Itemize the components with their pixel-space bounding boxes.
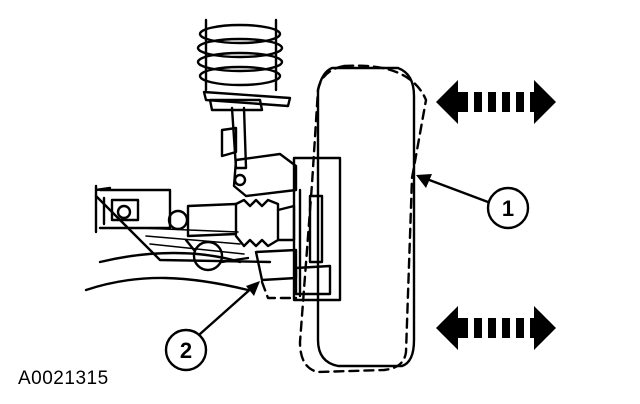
coil-spring [196, 18, 292, 112]
callout-1: 1 [416, 174, 530, 230]
lower-control-arm [84, 184, 298, 300]
tie-rod [98, 188, 296, 248]
callout-number: 1 [502, 196, 514, 221]
figure-id: A0021315 [18, 368, 109, 389]
tire-displaced-outline [298, 64, 428, 374]
strut [220, 106, 298, 198]
double-arrow-icon [436, 80, 556, 124]
double-arrow-icon [436, 306, 556, 350]
callout-2: 2 [164, 281, 260, 372]
tire-outline [316, 66, 416, 368]
callout-number: 2 [180, 338, 192, 363]
